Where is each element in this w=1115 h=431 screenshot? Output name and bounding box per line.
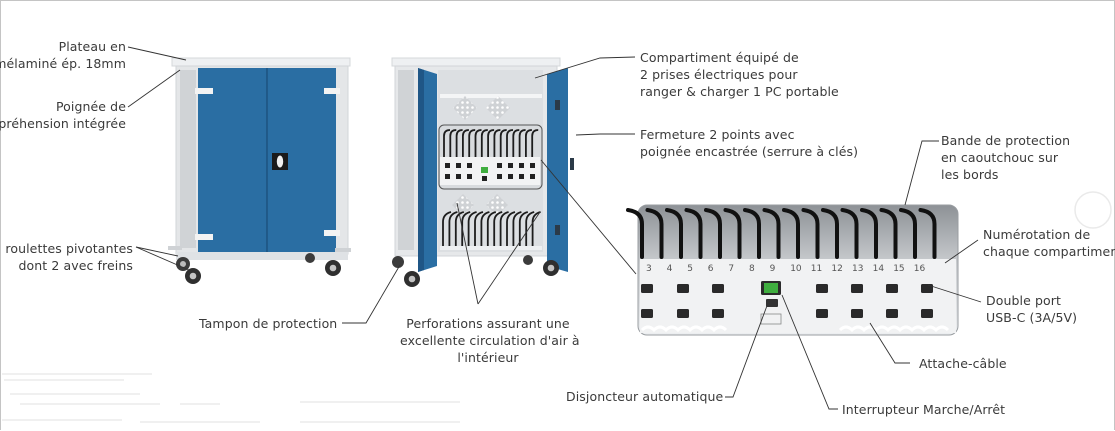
label-line: ranger & charger 1 PC portable (640, 84, 839, 99)
label-line: 2 prises électriques pour (640, 67, 798, 82)
label-fermeture: Fermeture 2 points avec poignée encastré… (640, 126, 858, 160)
faint-background-text (2, 373, 460, 423)
label-usb: Double port USB-C (3A/5V) (986, 292, 1077, 326)
label-line: roulettes pivotantes (5, 241, 133, 256)
label-perforations: Perforations assurant une excellente cir… (400, 315, 580, 366)
label-disjoncteur: Disjoncteur automatique (566, 389, 724, 404)
label-roulettes: roulettes pivotantes dont 2 avec freins (5, 240, 133, 274)
label-line: USB-C (3A/5V) (986, 310, 1078, 325)
label-line: l'intérieur (457, 350, 519, 365)
label-numerotation: Numérotation de chaque compartimen (983, 226, 1115, 260)
label-plateau: Plateau en mélaminé ép. 18mm (0, 38, 126, 72)
label-line: dont 2 avec freins (18, 258, 133, 273)
label-line: chaque compartimen (983, 244, 1115, 259)
label-line: Compartiment équipé de (640, 50, 799, 65)
label-line: poignée encastrée (serrure à clés) (640, 144, 859, 159)
label-line: les bords (941, 167, 999, 182)
label-bande: Bande de protection en caoutchouc sur le… (941, 132, 1070, 183)
label-compartiment: Compartiment équipé de 2 prises électriq… (640, 49, 839, 100)
label-line: Plateau en (58, 39, 126, 54)
label-line: en caoutchouc sur (941, 150, 1059, 165)
label-line: excellente circulation d'air à (400, 333, 580, 348)
label-tampon: Tampon de protection (199, 316, 338, 331)
label-line: Fermeture 2 points avec (640, 127, 795, 142)
label-line: Bande de protection (941, 133, 1071, 148)
label-line: mélaminé ép. 18mm (0, 56, 126, 71)
label-poignee: Poignée de préhension intégrée (0, 98, 126, 132)
label-line: Poignée de (55, 99, 126, 114)
label-attache: Attache-câble (919, 356, 1007, 371)
label-line: préhension intégrée (0, 116, 126, 131)
label-interrupteur: Interrupteur Marche/Arrêt (842, 402, 1006, 417)
label-line: Perforations assurant une (406, 316, 570, 331)
label-line: Numérotation de (983, 227, 1091, 242)
label-line: Double port (986, 293, 1061, 308)
